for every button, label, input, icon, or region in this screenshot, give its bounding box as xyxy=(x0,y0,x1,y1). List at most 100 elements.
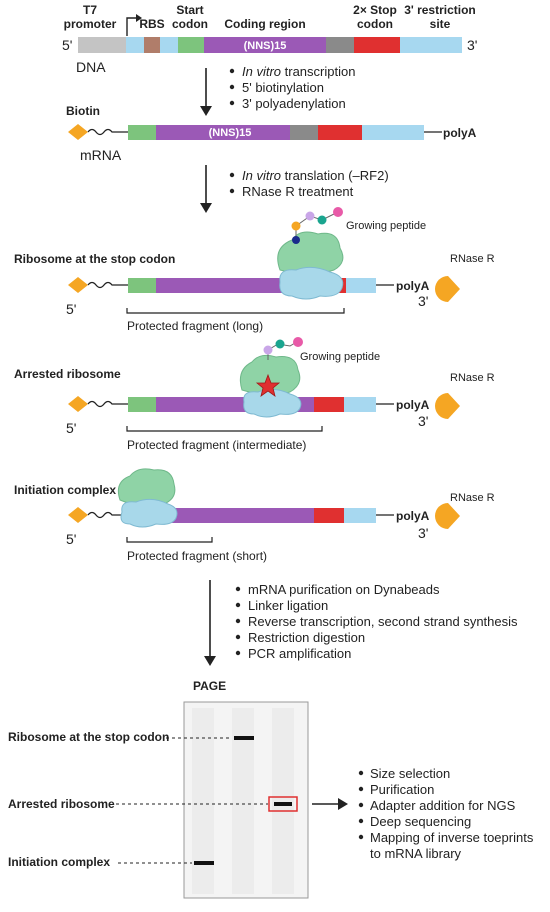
steps-3-list: mRNA purification on Dynabeads Linker li… xyxy=(235,582,518,661)
panel-init-title: Initiation complex xyxy=(14,483,116,497)
panel-arrested-3-prime: 3' xyxy=(418,413,428,429)
dna-segment-spacer xyxy=(160,37,178,53)
arrow-2-head xyxy=(200,203,212,213)
stop-codon-label-1: 2× Stop xyxy=(353,3,397,17)
step3-item-4: Restriction digestion xyxy=(248,630,365,645)
gel-label-stop: Ribosome at the stop codon xyxy=(8,730,169,744)
dna-segment-5utr xyxy=(126,37,144,53)
step2-item-2: RNase R treatment xyxy=(242,184,354,199)
panel-arrested-fragment: Protected fragment (intermediate) xyxy=(127,438,306,452)
gel-label-arrested: Arrested ribosome xyxy=(8,797,115,811)
panel-arrested-polya: polyA xyxy=(396,398,430,412)
dna-segment-coding xyxy=(204,37,326,53)
step3-item-3: Reverse transcription, second strand syn… xyxy=(248,614,518,629)
panel-stop-peptide-label: Growing peptide xyxy=(346,220,426,232)
step4-item-2: Purification xyxy=(370,782,434,797)
dna-segment-start xyxy=(178,37,204,53)
panel-arrested-peptide-chain xyxy=(263,337,303,360)
step4-item-1: Size selection xyxy=(370,766,450,781)
dna-bar xyxy=(78,37,462,53)
gel-band-init xyxy=(194,861,214,865)
step1-item-1: In vitro transcription xyxy=(242,64,355,79)
start-codon-label-1: Start xyxy=(176,3,203,17)
dna-segment-promoter xyxy=(78,37,126,53)
panel-init-biotin-icon xyxy=(68,507,88,523)
panel-init-bracket xyxy=(126,537,213,543)
start-codon-label-2: codon xyxy=(172,17,208,31)
promoter-arrowhead xyxy=(136,14,142,22)
mrna-bar xyxy=(128,125,424,140)
step4-item-5-cont: to mRNA library xyxy=(370,846,462,861)
panel-arrested-5-prime: 5' xyxy=(66,420,76,436)
dna-segment-gray xyxy=(326,37,354,53)
panel-init-rnase-label: RNase R xyxy=(450,492,495,504)
panel-stop-biotin-icon xyxy=(68,277,88,293)
step3-item-2: Linker ligation xyxy=(248,598,328,613)
gel-lanes xyxy=(192,708,294,894)
step1-item-3: 3' polyadenylation xyxy=(242,96,346,111)
dna-5-prime: 5' xyxy=(62,37,72,53)
panel-arrested-ribosome-icon xyxy=(239,354,302,418)
arrest-star-icon xyxy=(255,373,281,397)
step3-item-5: PCR amplification xyxy=(248,646,351,661)
step4-item-3: Adapter addition for NGS xyxy=(370,798,516,813)
step1-item-2: 5' biotinylation xyxy=(242,80,324,95)
arrow-3-head xyxy=(204,656,216,666)
stop-codon-label-2: codon xyxy=(357,17,393,31)
panel-stop-rnase-icon xyxy=(435,276,460,302)
arrow-4-head xyxy=(338,798,348,810)
coding-region-label: Coding region xyxy=(224,17,305,31)
panel-arrested-peptide-label: Growing peptide xyxy=(300,351,380,363)
restriction-label-1: 3' restriction xyxy=(404,3,476,17)
t7-label-1: T7 xyxy=(83,3,97,17)
dna-segment-rbs xyxy=(144,37,160,53)
panel-init-ribosome-icon xyxy=(117,468,178,528)
panel-init-5-prime: 5' xyxy=(66,531,76,547)
gel-band-highlight xyxy=(268,796,298,812)
steps-2-list: In vitro translation (–RF2) RNase R trea… xyxy=(229,168,389,199)
gel-label-init: Initiation complex xyxy=(8,855,110,869)
panel-stop-polya: polyA xyxy=(396,279,430,293)
panel-stop-rnase-label: RNase R xyxy=(450,253,495,265)
mrna-linker xyxy=(87,128,128,136)
panel-init-rnase-icon xyxy=(435,503,460,529)
arrow-1-head xyxy=(200,106,212,116)
gel-band-stop xyxy=(234,736,254,740)
mrna-label: mRNA xyxy=(80,147,122,163)
dna-label: DNA xyxy=(76,59,106,75)
panel-stop-5-prime: 5' xyxy=(66,301,76,317)
dna-header-labels: T7 promoter RBS Start codon Coding regio… xyxy=(64,3,476,31)
panel-arrested-rnase-label: RNase R xyxy=(450,372,495,384)
steps-1-list: In vitro transcription 5' biotinylation … xyxy=(229,64,355,111)
panel-stop-3-prime: 3' xyxy=(418,293,428,309)
panel-stop-title: Ribosome at the stop codon xyxy=(14,252,175,266)
mrna-nns-label: (NNS)15 xyxy=(209,127,252,139)
step4-item-5: Mapping of inverse toeprints xyxy=(370,830,534,845)
restriction-label-2: site xyxy=(430,17,451,31)
dna-3-prime: 3' xyxy=(467,37,477,53)
biotin-label: Biotin xyxy=(66,104,100,118)
panel-init-fragment: Protected fragment (short) xyxy=(127,549,267,563)
panel-stop-peptide-chain xyxy=(291,207,343,244)
promoter-arrow xyxy=(126,17,138,36)
dna-nns-label: (NNS)15 xyxy=(244,40,287,52)
gel-band-arrested xyxy=(274,802,292,806)
panel-stop-fragment: Protected fragment (long) xyxy=(127,319,263,333)
panel-init-polya: polyA xyxy=(396,509,430,523)
gel-title: PAGE xyxy=(193,679,226,693)
panel-arrested-bracket xyxy=(126,426,323,432)
t7-label-2: promoter xyxy=(64,17,117,31)
biotin-icon xyxy=(68,124,88,140)
panel-init-3-prime: 3' xyxy=(418,525,428,541)
steps-4-list: Size selection Purification Adapter addi… xyxy=(358,766,534,861)
mrna-polya-label: polyA xyxy=(443,126,477,140)
dna-segment-stop xyxy=(354,37,400,53)
panel-stop-bracket xyxy=(126,308,345,314)
rbs-label: RBS xyxy=(139,17,164,31)
step3-item-1: mRNA purification on Dynabeads xyxy=(248,582,440,597)
panel-stop-ribosome-icon xyxy=(277,231,344,300)
dna-segment-restriction xyxy=(400,37,462,53)
panel-arrested-title: Arrested ribosome xyxy=(14,367,121,381)
step2-item-1: In vitro translation (–RF2) xyxy=(242,168,389,183)
